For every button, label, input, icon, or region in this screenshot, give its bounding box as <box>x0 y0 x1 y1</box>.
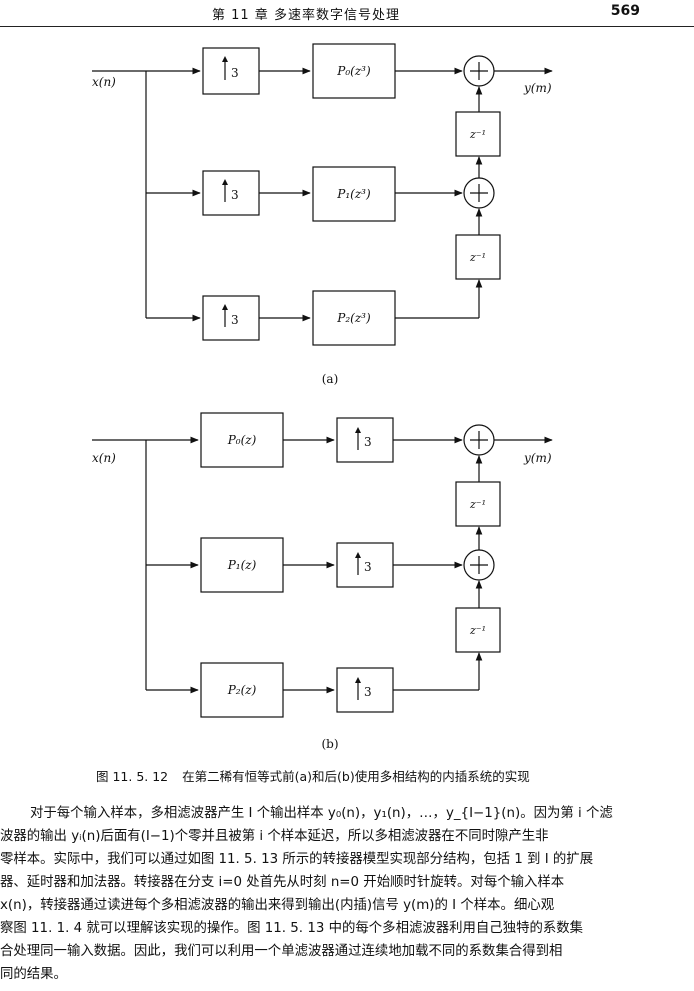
caption-text: 在第二稀有恒等式前(a)和后(b)使用多相结构的内插系统的实现 <box>182 769 530 784</box>
input-label: x(n) <box>92 75 116 89</box>
diagram-b: x(n) y(m) P₀(z) P₁(z) P₂(z) 3 3 3 z⁻¹ z⁻… <box>92 412 553 718</box>
input-label: x(n) <box>92 451 116 465</box>
upsampler-label: 3 <box>231 188 239 202</box>
filter-label: P₂(z) <box>227 683 257 697</box>
upsampler-label: 3 <box>364 560 372 574</box>
upsampler-label: 3 <box>231 66 239 80</box>
delay-label: z⁻¹ <box>469 624 486 637</box>
page-number: 569 <box>610 3 640 19</box>
body-line: 合处理同一输入数据。因此，我们可以利用一个单滤波器通过连续地加载不同的系数集合得… <box>0 944 563 959</box>
upsampler-label: 3 <box>364 685 372 699</box>
filter-label: P₁(z³) <box>336 187 371 201</box>
body-line: 器、延时器和加法器。转接器在分支 i=0 处首先从时刻 n=0 开始顺时针旋转。… <box>0 875 565 890</box>
body-line: 同的结果。 <box>0 967 67 982</box>
body-line: 对于每个输入样本，多相滤波器产生 I 个输出样本 y₀(n)，y₁(n)，…，y… <box>30 806 613 821</box>
upsampler-label: 3 <box>231 313 239 327</box>
figure-caption: 图 11. 5. 12 在第二稀有恒等式前(a)和后(b)使用多相结构的内插系统的… <box>96 766 530 785</box>
caption-number: 图 11. 5. 12 <box>96 769 169 784</box>
body-line: 波器的输出 yᵢ(n)后面有(I−1)个零并且被第 i 个样本延迟，所以多相滤波… <box>0 829 549 844</box>
body-line: x(n)，转接器通过读进每个多相滤波器的输出来得到输出(内插)信号 y(m)的 … <box>0 898 555 913</box>
filter-label: P₀(z) <box>227 433 257 447</box>
upsampler-label: 3 <box>364 435 372 449</box>
diagram-a: x(n) y(m) 3 3 3 P₀(z³) P₁(z³) P₂(z³) z⁻¹… <box>92 43 553 346</box>
filter-label: P₀(z³) <box>336 64 371 78</box>
chapter-title: 第 11 章 多速率数字信号处理 <box>212 8 400 23</box>
sublabel-a: (a) <box>321 372 339 386</box>
body-paragraph: 对于每个输入样本，多相滤波器产生 I 个输出样本 y₀(n)，y₁(n)，…，y… <box>0 802 694 986</box>
body-line: 察图 11. 1. 4 就可以理解该实现的操作。图 11. 5. 13 中的每个… <box>0 921 584 936</box>
body-line: 零样本。实际中，我们可以通过如图 11. 5. 13 所示的转接器模型实现部分结… <box>0 852 594 867</box>
sublabel-b: (b) <box>321 737 339 751</box>
filter-label: P₂(z³) <box>336 311 371 325</box>
delay-label: z⁻¹ <box>469 128 486 141</box>
output-label: y(m) <box>523 81 552 95</box>
running-header: 第 11 章 多速率数字信号处理 569 <box>0 0 694 27</box>
delay-label: z⁻¹ <box>469 251 486 264</box>
output-label: y(m) <box>523 451 552 465</box>
delay-label: z⁻¹ <box>469 498 486 511</box>
filter-label: P₁(z) <box>227 558 257 572</box>
